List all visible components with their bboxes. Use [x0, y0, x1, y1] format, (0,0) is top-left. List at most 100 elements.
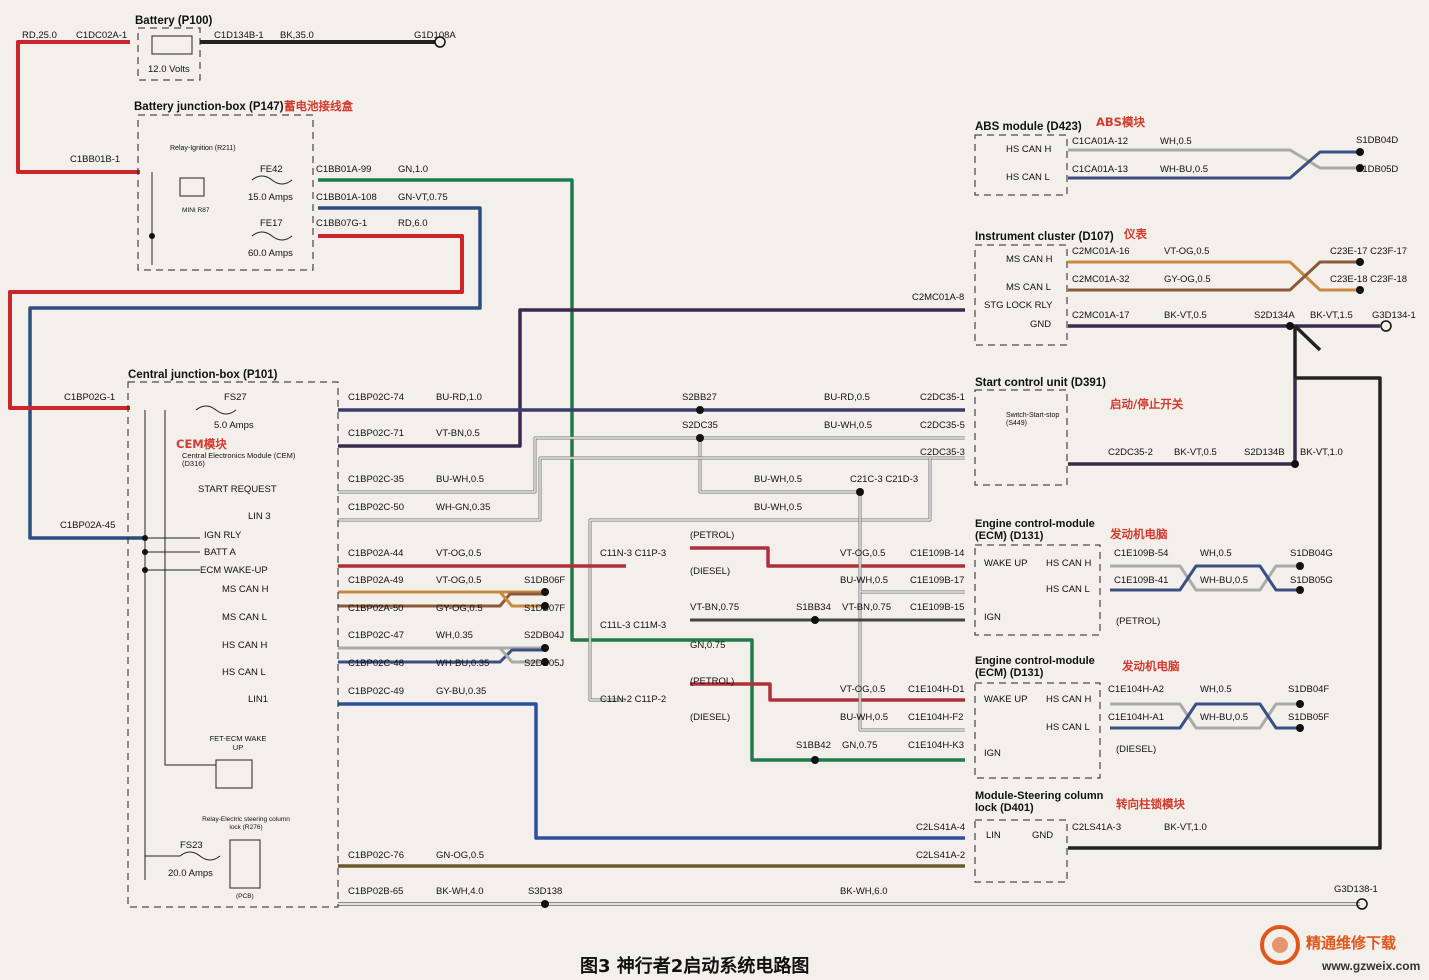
bu-wh2: BU-WH,0.5	[754, 474, 802, 485]
ecm1-w3: VT-BN,0.75	[842, 602, 891, 613]
bjb-mini: MINI R87	[182, 207, 210, 214]
ecm2-s5: S1DB05F	[1288, 712, 1329, 723]
ground-symbols	[434, 36, 1392, 910]
watermark: 精通维修下载 www.gzweix.com	[1260, 925, 1420, 973]
bk-wh-6: BK-WH,6.0	[840, 886, 888, 897]
bu-wh3: BU-WH,0.5	[754, 502, 802, 513]
cem-pin-lin3: LIN 3	[248, 511, 271, 522]
cem-pin-hs-can-h: HS CAN H	[222, 640, 268, 651]
ecm1-c3: C1E109B-15	[910, 602, 964, 613]
bjb-w1: GN,1.0	[398, 164, 428, 175]
ecm2-variant: (DIESEL)	[1116, 744, 1156, 755]
scu-sw-box: Switch-Start-stop (S449)	[1006, 412, 1060, 427]
ecm2-w5: WH-BU,0.5	[1200, 712, 1248, 723]
cjb-title: Central junction-box (P101)	[128, 369, 278, 381]
fet-box: FET-ECM WAKE UP	[209, 734, 267, 752]
scu-splice: S2D134B	[1244, 447, 1285, 458]
row5-wire: VT-OG,0.5	[436, 575, 481, 586]
middle-labels: S2BB27 S2DC35 BU-RD,0.5 BU-WH,0.5 BU-WH,…	[600, 392, 1378, 897]
ecm1-s3: S1BB34	[796, 602, 831, 613]
fe17-label: FE17	[260, 218, 283, 229]
cem-pin-start-request: START REQUEST	[198, 484, 277, 495]
ecm-petrol: Engine control-module (ECM) (D131) 发动机电脑…	[796, 518, 1333, 627]
cem-title: Central Electronics Module (CEM) (D316)	[182, 452, 296, 468]
ic-w4: BK-VT,0.5	[1164, 310, 1207, 321]
row8-wire: WH-BU,0.35	[436, 658, 489, 669]
battery-ground: G1D108A	[414, 30, 456, 41]
abs-title: ABS module (D423)	[975, 121, 1082, 133]
ecm2-w1: VT-OG,0.5	[840, 684, 885, 695]
fet-label: FET-ECM WAKE UP	[209, 734, 267, 752]
fe42-label: FE42	[260, 164, 283, 175]
cjb-conn-in: C1BP02G-1	[64, 392, 115, 403]
relay-esc-label: Relay-Electric steering column lock (R27…	[202, 816, 290, 831]
ecm1-canl: HS CAN L	[1046, 584, 1090, 595]
ic-w5: BK-VT,1.5	[1310, 310, 1353, 321]
abs-title-cn: ABS模块	[1096, 115, 1145, 129]
scu-title-cn: 启动/停止开关	[1110, 397, 1184, 411]
abs-c1: C1CA01A-12	[1072, 136, 1128, 147]
vt-bn: VT-BN,0.75	[690, 602, 739, 613]
row7-splice: S2DB04J	[524, 630, 564, 641]
ecm2-s3: S1BB42	[796, 740, 831, 751]
row5-splice: S1DB06F	[524, 575, 565, 586]
ecm1-c5: C1E109B-41	[1114, 575, 1168, 586]
ecm1-c2: C1E109B-17	[910, 575, 964, 586]
row4-wire: VT-OG,0.5	[436, 548, 481, 559]
ecm1-title-cn: 发动机电脑	[1109, 527, 1168, 541]
fs27-amps: 5.0 Amps	[214, 420, 254, 431]
ic-w2: GY-OG,0.5	[1164, 274, 1211, 285]
bjb-c1: C1BB01A-99	[316, 164, 371, 175]
battery-volts: 12.0 Volts	[148, 64, 190, 75]
scl-c3: C2LS41A-3	[1072, 822, 1121, 833]
splice-dots	[142, 148, 1364, 908]
fs23-amps: 20.0 Amps	[168, 868, 213, 879]
ic-pin2: MS CAN L	[1006, 282, 1051, 293]
row0-conn: C1BP02C-74	[348, 392, 404, 403]
scl-title-box: Module-Steering column lock (D401)	[975, 790, 1103, 814]
c11n3: C11N-3 C11P-3	[600, 548, 666, 559]
ic-pin3: STG LOCK RLY	[984, 300, 1053, 311]
bjb-title: Battery junction-box (P147)	[134, 101, 284, 113]
ic-c1: C2MC01A-16	[1072, 246, 1130, 257]
ecm1-c4: C1E109B-54	[1114, 548, 1168, 559]
abs-s1: S1DB04D	[1356, 135, 1398, 146]
abs-c2: C1CA01A-13	[1072, 164, 1128, 175]
s2dc35: S2DC35	[682, 420, 718, 431]
row6-conn: C1BP02A-50	[348, 603, 403, 614]
row11-splice: S3D138	[528, 886, 562, 897]
cem-title-cn: CEM模块	[176, 437, 227, 451]
ecm1-w2: BU-WH,0.5	[840, 575, 888, 586]
bjb-title-cn: 蓄电池接线盒	[284, 99, 353, 113]
cem-title-box: Central Electronics Module (CEM) (D316)	[182, 452, 296, 468]
battery-left-conn: C1DC02A-1	[76, 30, 127, 41]
ecm2-c2: C1E104H-F2	[908, 712, 963, 723]
scu-c3: C2DC35-3	[920, 447, 965, 458]
ic-c3: C2MC01A-8	[912, 292, 964, 303]
scu-c2: C2DC35-5	[920, 420, 965, 431]
ic-title: Instrument cluster (D107)	[975, 231, 1114, 243]
ecm2-w4: WH,0.5	[1200, 684, 1232, 695]
abs-w1: WH,0.5	[1160, 136, 1192, 147]
scu-c4: C2DC35-2	[1108, 447, 1153, 458]
ecm1-w4: WH,0.5	[1200, 548, 1232, 559]
gn: GN,0.75	[690, 640, 725, 651]
ic-r1: C23E-17 C23F-17	[1330, 246, 1407, 257]
bjb-conn-in: C1BB01B-1	[70, 154, 120, 165]
ic-w1: VT-OG,0.5	[1164, 246, 1209, 257]
g3d138: G3D138-1	[1334, 884, 1378, 895]
ic-ground: G3D134-1	[1372, 310, 1416, 321]
ecm1-ign: IGN	[984, 612, 1001, 623]
component-outlines	[127, 27, 1101, 908]
scl-c2: C2LS41A-2	[916, 850, 965, 861]
diesel2: (DIESEL)	[690, 712, 730, 723]
battery-left-wire: RD,25.0	[22, 30, 57, 41]
row9-wire: GY-BU,0.35	[436, 686, 486, 697]
scl-gnd: GND	[1032, 830, 1053, 841]
scu-switch: Switch-Start-stop (S449)	[1006, 412, 1060, 427]
row4-conn: C1BP02A-44	[348, 548, 403, 559]
row2-wire: BU-WH,0.5	[436, 474, 484, 485]
ecm2-c3: C1E104H-K3	[908, 740, 964, 751]
row0-wire: BU-RD,1.0	[436, 392, 482, 403]
